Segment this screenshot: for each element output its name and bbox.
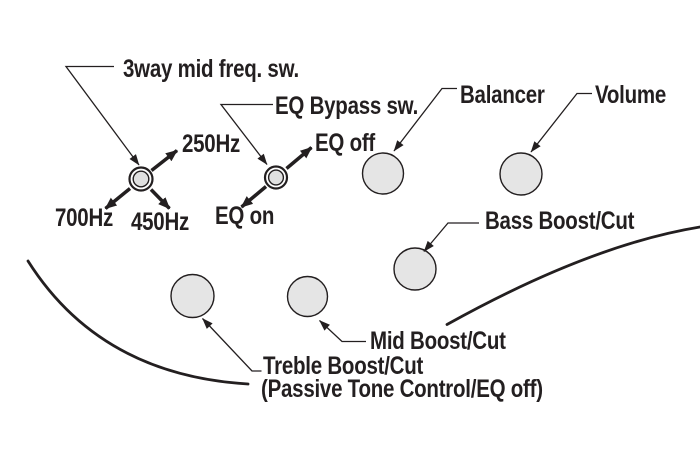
bass-boost-cut-knob: [393, 247, 437, 291]
label-balancer: Balancer: [460, 81, 545, 109]
body-outline-right-curve: [445, 225, 700, 326]
label-eq-bypass-switch: EQ Bypass sw.: [275, 92, 419, 120]
label-treble-boost-cut: Treble Boost/Cut: [263, 352, 424, 380]
mid-freq-switch: [104, 149, 179, 210]
label-bass-boost-cut: Bass Boost/Cut: [485, 207, 635, 235]
label-mid-freq-switch: 3way mid freq. sw.: [123, 55, 299, 83]
leader-treble-boost-cut: [202, 318, 262, 372]
switch-arrow-250hz: [150, 149, 179, 172]
leader-balancer: [393, 87, 457, 152]
eq-bypass-switch: [240, 146, 313, 209]
eq-bypass-switch-cap: [267, 169, 285, 186]
switch-arrow-450hz: [149, 188, 171, 210]
leader-mid-boost-cut: [319, 320, 366, 343]
switch-arrow-eq-on: [240, 185, 268, 209]
mid-freq-switch-cap: [132, 170, 150, 188]
treble-boost-cut-knob: [170, 273, 215, 319]
mid-boost-cut-knob: [286, 275, 329, 318]
body-outline-left-curve: [26, 259, 250, 386]
leader-mid-freq-switch: [64, 65, 140, 166]
label-mid-boost-cut: Mid Boost/Cut: [370, 327, 506, 355]
label-freq-700hz: 700Hz: [55, 204, 114, 232]
switch-arrow-700hz: [104, 187, 132, 210]
switch-arrow-eq-off: [285, 146, 313, 170]
label-freq-250hz: 250Hz: [182, 130, 241, 158]
balancer-knob: [361, 152, 405, 195]
label-freq-450hz: 450Hz: [131, 208, 190, 236]
label-eq-on: EQ on: [215, 202, 275, 230]
label-volume: Volume: [595, 81, 667, 109]
leader-bass-boost-cut: [423, 222, 479, 252]
label-eq-off: EQ off: [315, 129, 376, 157]
leader-volume: [530, 92, 592, 153]
leader-eq-bypass-switch: [219, 103, 273, 165]
label-treble-note: (Passive Tone Control/EQ off): [261, 375, 543, 403]
volume-knob: [499, 152, 543, 196]
